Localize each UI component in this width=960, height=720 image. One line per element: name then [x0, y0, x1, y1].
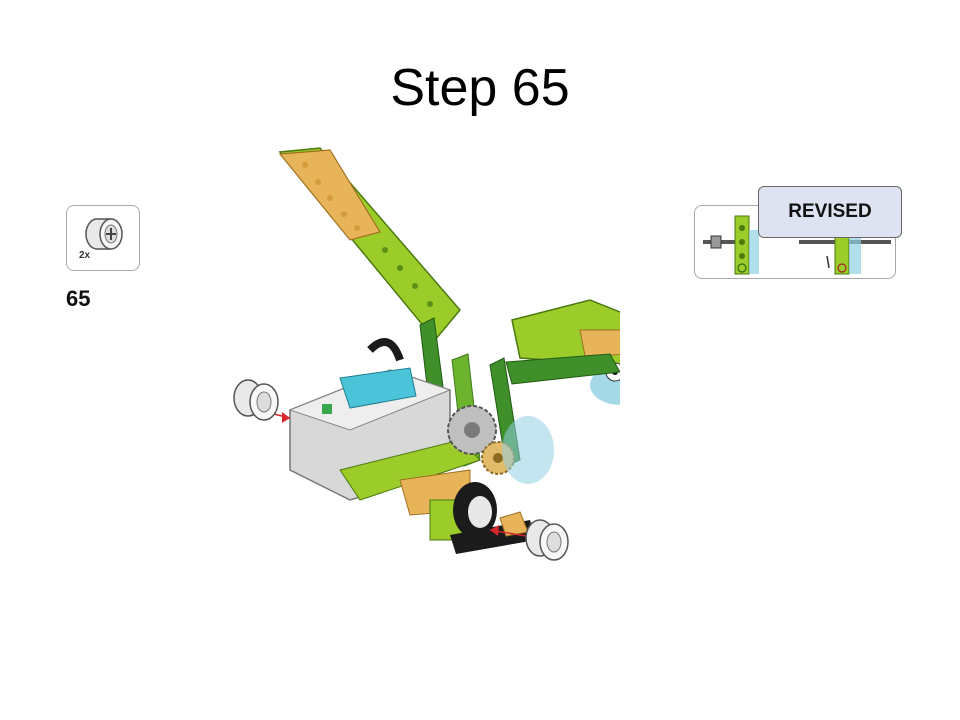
gears	[447, 405, 554, 484]
right-wheel-hub	[489, 519, 569, 561]
parts-callout: 2x	[66, 205, 140, 271]
axle-insertion-hint-graphic	[703, 215, 891, 275]
parts-quantity: 2x	[79, 250, 91, 261]
left-wheel-hub	[233, 379, 291, 423]
wheel-hub-icon	[85, 218, 123, 250]
bird-head	[505, 299, 620, 405]
step-number: 65	[66, 286, 91, 311]
lower-wheel-assembly	[429, 482, 536, 554]
upper-arm-beam	[278, 147, 461, 342]
model-illustration	[233, 147, 620, 561]
revised-badge: REVISED	[758, 186, 902, 238]
page-title: Step 65	[390, 59, 570, 117]
